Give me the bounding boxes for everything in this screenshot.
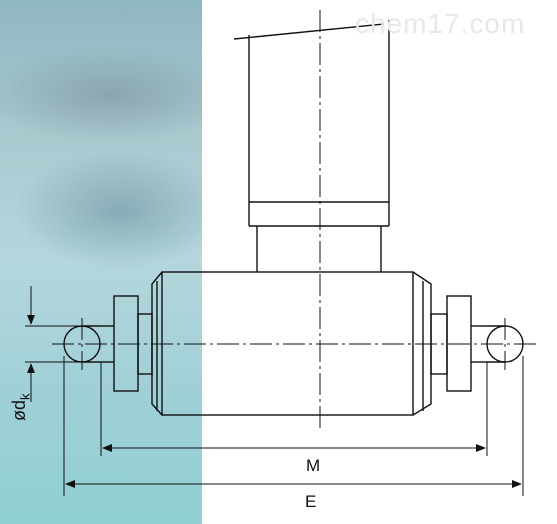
- centerlines: [52, 10, 540, 430]
- watermark: chem17.com: [355, 8, 526, 39]
- dimension-e-label: E: [305, 492, 317, 511]
- vertical-housing: [233, 20, 390, 272]
- extension-lines: [25, 325, 524, 496]
- dimension-dk-label: ødk: [9, 375, 33, 421]
- dk-sub: k: [17, 393, 33, 400]
- dimension-m-label: M: [306, 456, 321, 475]
- diameter-symbol: ø: [9, 410, 29, 421]
- dk-main: d: [9, 399, 29, 410]
